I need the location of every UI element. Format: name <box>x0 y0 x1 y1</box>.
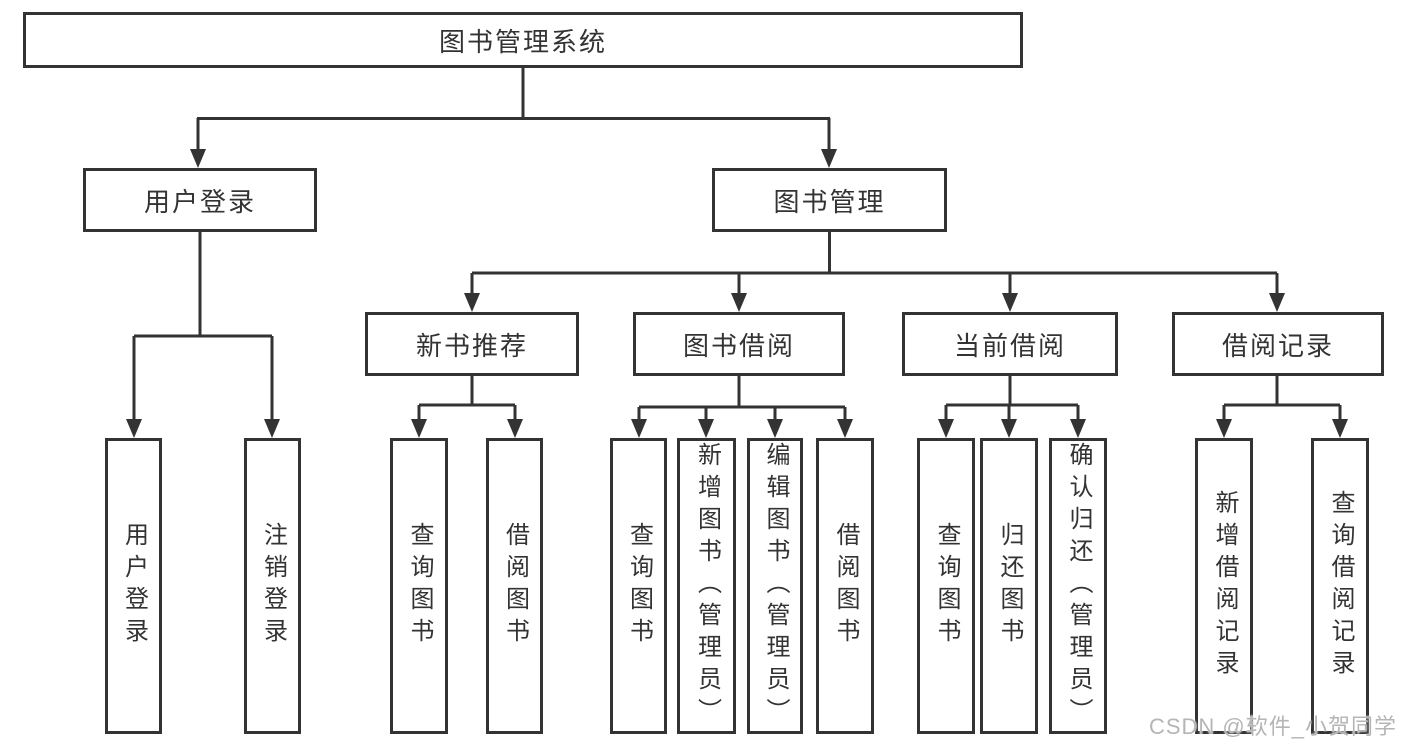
leaf-current-confirm-return-admin-label: 确认归还（管理员） <box>1065 442 1092 730</box>
leaf-records-add-record-label: 新增借阅记录 <box>1211 490 1238 682</box>
leaf-recommend-query-books: 查询图书 <box>390 438 448 734</box>
node-user-login-branch: 用户登录 <box>83 168 317 232</box>
leaf-current-query-books: 查询图书 <box>917 438 975 734</box>
node-user-login-branch-label: 用户登录 <box>143 186 256 217</box>
node-book-borrowing-label: 图书借阅 <box>682 330 795 361</box>
leaf-borrowing-borrow-books: 借阅图书 <box>816 438 874 734</box>
leaf-recommend-query-books-label: 查询图书 <box>406 522 433 650</box>
leaf-current-return-books-label: 归还图书 <box>996 522 1023 650</box>
node-current-borrowing: 当前借阅 <box>902 312 1118 376</box>
leaf-borrowing-query-books-label: 查询图书 <box>625 522 653 650</box>
leaf-recommend-borrow-books: 借阅图书 <box>486 438 543 734</box>
leaf-borrowing-borrow-books-label: 借阅图书 <box>832 522 859 650</box>
leaf-current-query-books-label: 查询图书 <box>933 522 960 650</box>
node-book-borrowing: 图书借阅 <box>633 312 845 376</box>
leaf-borrowing-edit-books-admin-label: 编辑图书（管理员） <box>762 442 789 730</box>
node-root: 图书管理系统 <box>23 12 1023 68</box>
leaf-logout-label: 注销登录 <box>259 522 287 650</box>
leaf-logout: 注销登录 <box>244 438 301 734</box>
leaf-current-return-books: 归还图书 <box>980 438 1038 734</box>
leaf-records-query-record: 查询借阅记录 <box>1311 438 1369 734</box>
leaf-current-confirm-return-admin: 确认归还（管理员） <box>1049 438 1107 734</box>
leaf-records-add-record: 新增借阅记录 <box>1195 438 1253 734</box>
node-current-borrowing-label: 当前借阅 <box>953 330 1066 361</box>
leaf-user-login: 用户登录 <box>105 438 162 734</box>
node-new-book-recommend: 新书推荐 <box>365 312 579 376</box>
node-new-book-recommend-label: 新书推荐 <box>415 330 528 361</box>
leaf-records-query-record-label: 查询借阅记录 <box>1327 490 1354 682</box>
csdn-watermark: CSDN @软件_小贺同学 <box>1148 714 1397 739</box>
node-borrow-records: 借阅记录 <box>1172 312 1384 376</box>
leaf-borrowing-query-books: 查询图书 <box>610 438 667 734</box>
node-borrow-records-label: 借阅记录 <box>1221 330 1334 361</box>
leaf-borrowing-add-books-admin-label: 新增图书（管理员） <box>693 442 721 730</box>
leaf-borrowing-add-books-admin: 新增图书（管理员） <box>677 438 736 734</box>
node-book-management-branch-label: 图书管理 <box>773 186 886 217</box>
leaf-user-login-label: 用户登录 <box>120 522 148 650</box>
node-book-management-branch: 图书管理 <box>712 168 947 232</box>
node-root-label: 图书管理系统 <box>438 26 607 57</box>
leaf-borrowing-edit-books-admin: 编辑图书（管理员） <box>747 438 803 734</box>
leaf-recommend-borrow-books-label: 借阅图书 <box>501 522 529 650</box>
